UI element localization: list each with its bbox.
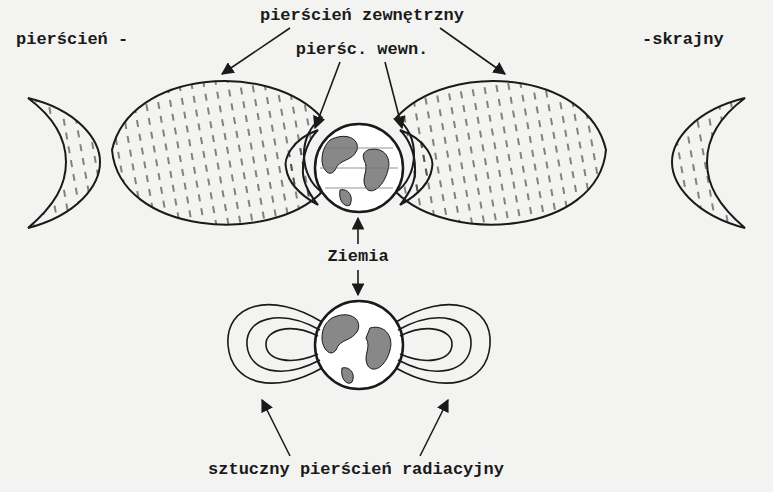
belt-label: pierścień zewnętrzny: [258, 6, 466, 26]
belt-label: pierśc. wewn.: [294, 40, 431, 60]
caption-label: sztuczny pierścień radiacyjny: [206, 460, 506, 480]
earth-label: Ziemia: [325, 247, 390, 267]
belt-label: -skrajny: [640, 30, 726, 50]
belt-label: pierścień -: [14, 30, 130, 50]
